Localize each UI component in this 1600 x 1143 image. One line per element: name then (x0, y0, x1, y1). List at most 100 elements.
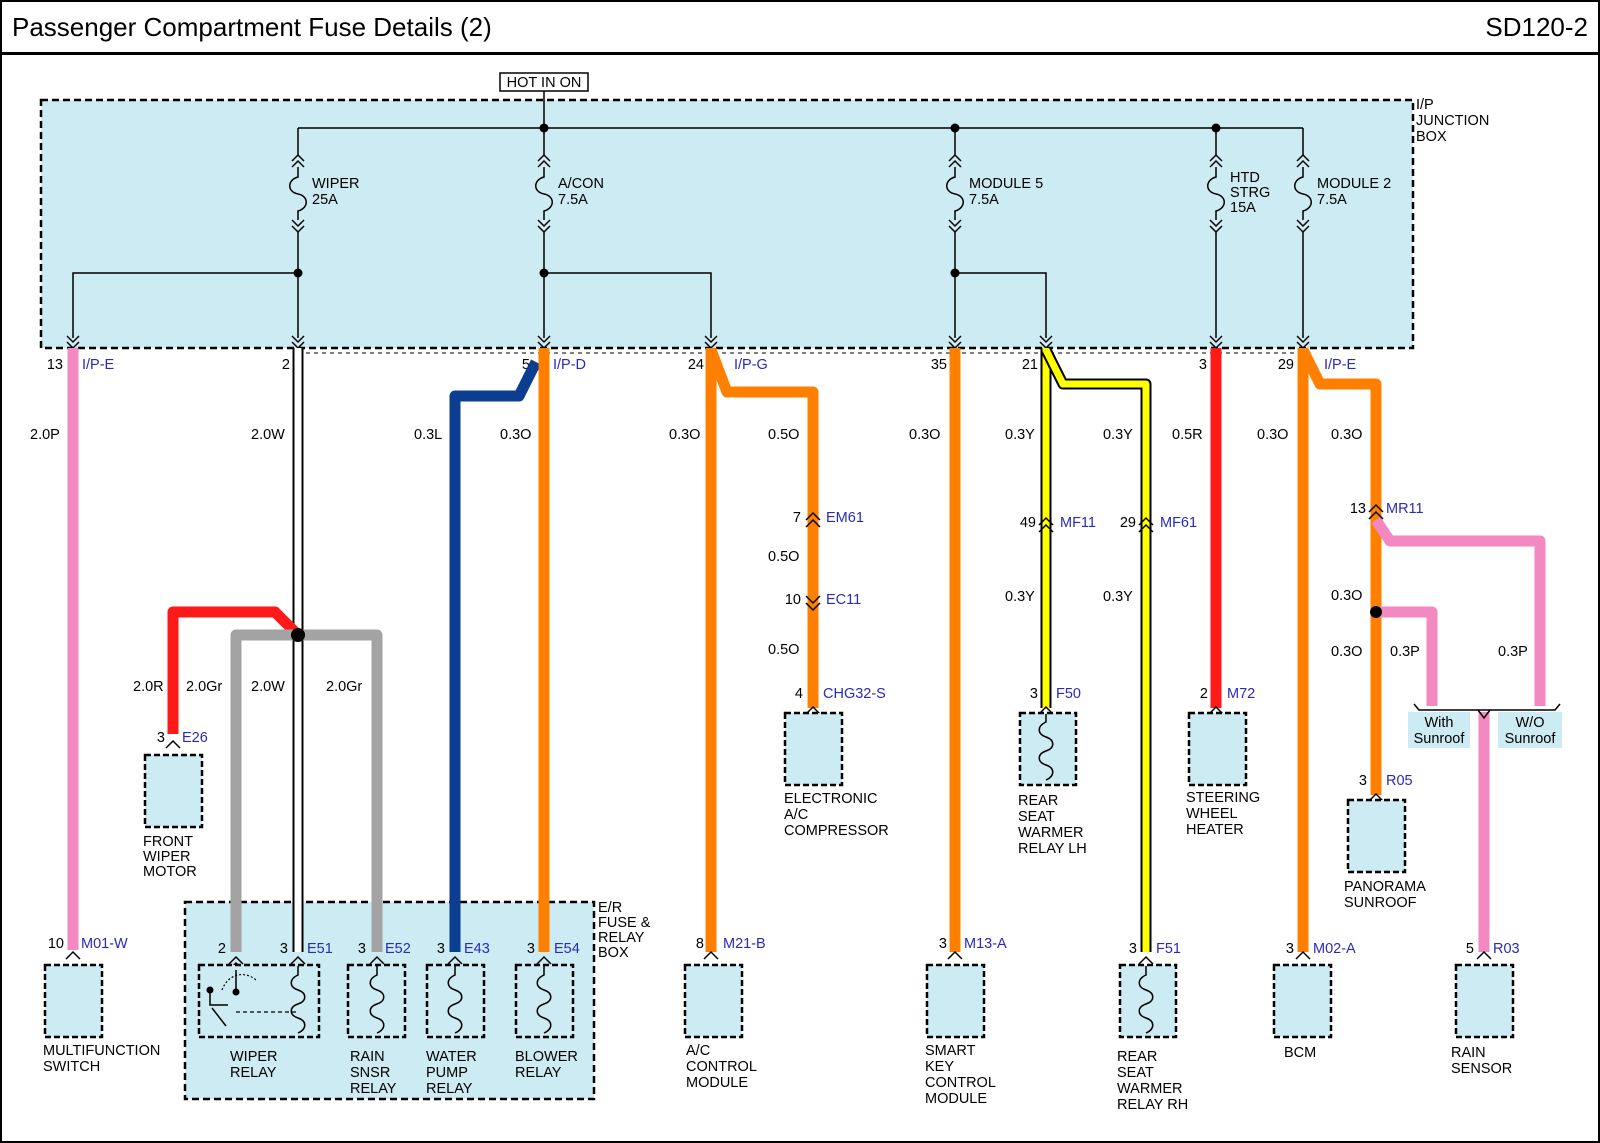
inline-pin: 7 (793, 510, 801, 526)
er-box-label-3: RELAY (598, 930, 645, 946)
wire-orange-mr11 (1298, 347, 1382, 510)
svg-text:BLOWER: BLOWER (515, 1049, 578, 1065)
svg-text:SUNROOF: SUNROOF (1344, 895, 1417, 911)
component-rain-snsr-relay: 3 E52 RAIN SNSR RELAY (346, 941, 411, 1097)
component-ac-control-module: 8 M21-B A/C CONTROL MODULE (683, 936, 766, 1091)
wire-label: 0.3O (1331, 427, 1362, 443)
component-water-pump-relay: 3 E43 WATER PUMP RELAY (425, 941, 490, 1097)
terminal-pin: 2 (282, 357, 290, 373)
svg-text:CHG32-S: CHG32-S (823, 686, 886, 702)
fuse-wiper-rating: 25A (312, 192, 338, 208)
wire-orange-compressor (705, 348, 819, 708)
ip-junction-box-label-1: I/P (1416, 97, 1434, 113)
inline-pin: 10 (785, 592, 801, 608)
wire-label: 0.5O (768, 642, 799, 658)
wire-label: 2.0R (133, 679, 164, 695)
wire-label: 2.0Gr (186, 679, 222, 695)
wire-label: 0.3P (1390, 644, 1420, 660)
svg-text:MULTIFUNCTION: MULTIFUNCTION (43, 1043, 160, 1059)
fuse-module2-rating: 7.5A (1317, 192, 1347, 208)
svg-text:SWITCH: SWITCH (43, 1059, 100, 1075)
component-rain-sensor: 5 R03 RAIN SENSOR (1451, 941, 1520, 1077)
fuse-htd-name: HTD (1230, 170, 1260, 186)
svg-text:KEY: KEY (925, 1059, 954, 1075)
svg-text:WARMER: WARMER (1117, 1081, 1183, 1097)
svg-text:SEAT: SEAT (1018, 809, 1055, 825)
fuse-acon: A/CON 7.5A (535, 128, 604, 273)
er-box-label-4: BOX (598, 945, 629, 961)
svg-text:RELAY LH: RELAY LH (1018, 841, 1087, 857)
terminal-pin: 13 (47, 357, 63, 373)
svg-text:SNSR: SNSR (350, 1065, 390, 1081)
terminal-conn: I/P-G (734, 357, 768, 373)
fuse-acon-rating: 7.5A (558, 192, 588, 208)
svg-text:M21-B: M21-B (723, 936, 766, 952)
svg-text:RELAY: RELAY (350, 1081, 397, 1097)
page-title: Passenger Compartment Fuse Details (2) (12, 12, 492, 42)
wire-label: 0.3P (1498, 644, 1528, 660)
svg-text:COMPRESSOR: COMPRESSOR (784, 823, 889, 839)
svg-text:2: 2 (218, 941, 226, 957)
inline-conn: EM61 (826, 510, 864, 526)
svg-text:3: 3 (280, 941, 288, 957)
svg-text:3: 3 (939, 936, 947, 952)
wire-label: 0.5R (1172, 427, 1203, 443)
wire-label: 2.0P (30, 427, 60, 443)
svg-text:3: 3 (1030, 686, 1038, 702)
ip-junction-box (39, 98, 1415, 350)
svg-text:SENSOR: SENSOR (1451, 1061, 1512, 1077)
wires (67, 347, 1546, 952)
svg-text:E26: E26 (182, 730, 208, 746)
svg-text:M72: M72 (1227, 686, 1255, 702)
svg-text:WATER: WATER (426, 1049, 477, 1065)
inline-pin: 29 (1120, 515, 1136, 531)
svg-text:STEERING: STEERING (1186, 790, 1260, 806)
svg-text:MODULE: MODULE (925, 1091, 987, 1107)
svg-text:E43: E43 (464, 941, 490, 957)
wire-gray (230, 629, 383, 952)
wire-yellow-rh (1042, 348, 1150, 952)
title-bar: Passenger Compartment Fuse Details (2) S… (2, 2, 1598, 55)
svg-text:A/C: A/C (784, 807, 808, 823)
svg-text:RELAY RH: RELAY RH (1117, 1097, 1188, 1113)
fuse-wiper-name: WIPER (312, 176, 360, 192)
wire-label: 0.5O (768, 427, 799, 443)
option-wo-2: Sunroof (1505, 731, 1557, 747)
inline-conn: MF61 (1160, 515, 1197, 531)
svg-text:RELAY: RELAY (230, 1065, 277, 1081)
svg-text:FRONT: FRONT (143, 834, 193, 850)
terminal-pin: 24 (688, 357, 704, 373)
wire-blue (449, 359, 541, 952)
svg-text:3: 3 (358, 941, 366, 957)
fuse-htd-rating: 15A (1230, 200, 1256, 216)
wire-pink-wo-sunroof (1371, 516, 1546, 706)
inline-conn: MF11 (1060, 515, 1096, 531)
er-box-label-1: E/R (598, 900, 622, 916)
option-with-sunroof-box (1408, 712, 1470, 748)
fuse-htd-strg: HTD STRG 15A (1207, 128, 1270, 338)
splice (1370, 606, 1382, 618)
wire-label: 0.3O (669, 427, 700, 443)
terminal-conn: I/P-D (553, 357, 586, 373)
svg-text:5: 5 (1466, 941, 1474, 957)
wire-label: 0.3O (1331, 644, 1362, 660)
option-with-1: With (1425, 715, 1454, 731)
fuse-htd-name2: STRG (1230, 185, 1270, 201)
supply-label: HOT IN ON (507, 75, 582, 91)
svg-text:3: 3 (1359, 773, 1367, 789)
fuse-acon-name: A/CON (558, 176, 604, 192)
component-bcm: 3 M02-A BCM (1272, 941, 1356, 1061)
fuse-module5: MODULE 5 7.5A (946, 128, 1043, 273)
svg-text:CONTROL: CONTROL (925, 1075, 996, 1091)
terminal-pin: 29 (1278, 357, 1294, 373)
er-box-label-2: FUSE & (598, 915, 651, 931)
component-rear-seat-warmer-relay-lh: 3 F50 REAR SEAT WARMER RELAY LH (1018, 686, 1087, 857)
svg-text:BCM: BCM (1284, 1045, 1316, 1061)
svg-text:3: 3 (157, 730, 165, 746)
svg-text:RELAY: RELAY (426, 1081, 473, 1097)
svg-text:10: 10 (48, 936, 64, 952)
component-rear-seat-warmer-relay-rh: 3 F51 REAR SEAT WARMER RELAY RH (1117, 941, 1188, 1113)
svg-text:HEATER: HEATER (1186, 822, 1244, 838)
wire-label: 0.3L (414, 427, 442, 443)
svg-text:REAR: REAR (1117, 1049, 1157, 1065)
